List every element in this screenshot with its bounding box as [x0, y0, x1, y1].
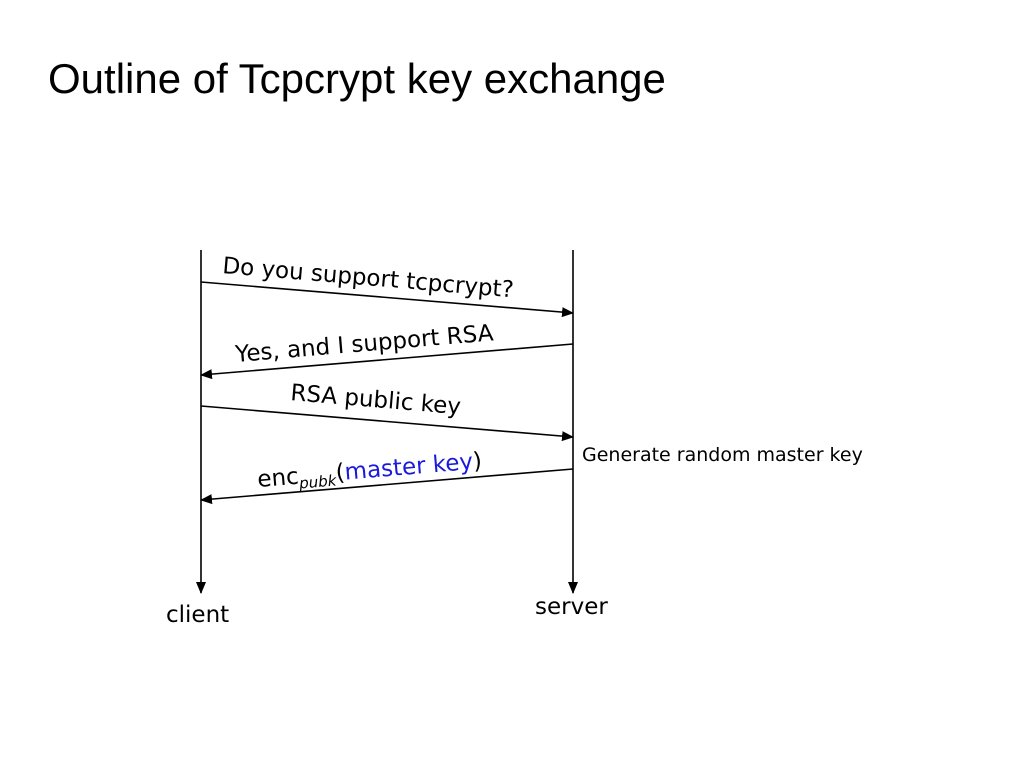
message-arrow-2 — [200, 343, 574, 380]
message-label-4: encpubk(master key) — [256, 448, 483, 496]
slide-title: Outline of Tcpcrypt key exchange — [48, 55, 666, 102]
message-arrow-3 — [200, 405, 574, 442]
client-label: client — [166, 602, 229, 628]
message-arrow-4 — [200, 468, 574, 505]
open-paren: ( — [335, 460, 346, 487]
server-label: server — [535, 594, 608, 620]
master-key-payload: master key — [344, 449, 474, 486]
server-note: Generate random master key — [582, 444, 863, 466]
message-arrow-1 — [200, 281, 574, 318]
enc-function: enc — [256, 464, 299, 493]
enc-subscript: pubk — [297, 471, 338, 492]
close-paren: ) — [472, 448, 483, 475]
message-label-3: RSA public key — [289, 380, 461, 420]
